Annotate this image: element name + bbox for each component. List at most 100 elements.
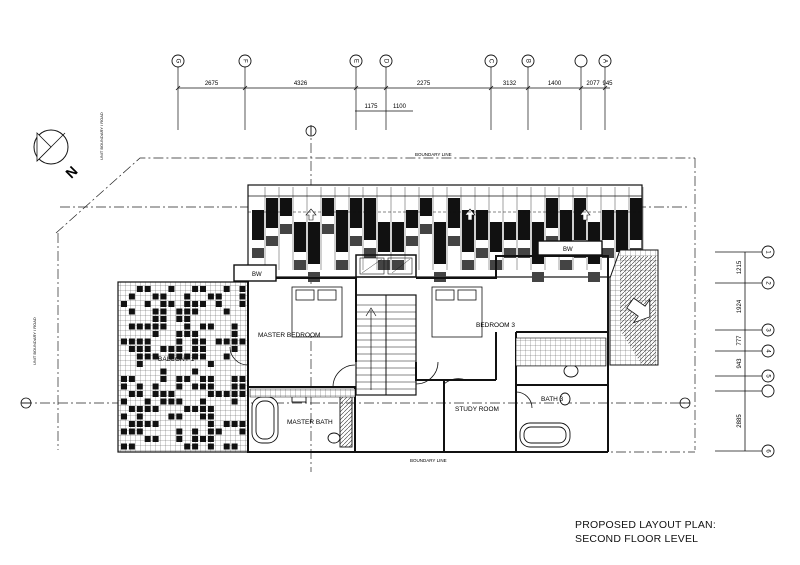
- louvre-bar: [434, 222, 446, 264]
- balcony-tile: [128, 428, 135, 435]
- balcony-tile: [207, 406, 214, 412]
- slope-arrow-icon: [579, 208, 591, 221]
- bath-tiles: [249, 337, 607, 398]
- grid-bubble-col: [521, 54, 535, 68]
- balcony-tile: [231, 323, 238, 330]
- dimension-tick: [602, 85, 608, 91]
- beds: [291, 286, 483, 338]
- louvre-bar: [406, 236, 418, 246]
- louvre-bar: [308, 222, 320, 264]
- balcony-tile: [207, 421, 214, 427]
- balcony-tile: [231, 376, 238, 382]
- louvre-bar: [448, 236, 460, 246]
- balcony-tile: [176, 331, 183, 337]
- dimension-label-right: 943: [737, 358, 743, 369]
- balcony-tile: [136, 406, 143, 412]
- grid-bubble-col: [484, 54, 498, 68]
- balcony-tile: [121, 301, 127, 307]
- dimension-label: 4326: [294, 81, 308, 87]
- louvre-bar: [294, 260, 306, 270]
- balcony-tile: [136, 323, 143, 330]
- balcony-tile: [176, 413, 183, 420]
- grid-bubble-row-label: 4: [764, 349, 770, 353]
- external-stair: [609, 249, 659, 366]
- louvre-bar: [602, 248, 614, 258]
- balcony-tile: [136, 428, 143, 435]
- grid-bubble-row-label: 2: [764, 281, 770, 285]
- grid-bubble-col: [171, 54, 185, 68]
- louvre-bar: [518, 248, 530, 258]
- balcony-tile: [128, 443, 135, 450]
- balcony-tile: [168, 413, 175, 420]
- balcony-tile: [128, 346, 135, 352]
- balcony-tile: [168, 286, 175, 292]
- balcony-tile: [207, 293, 214, 300]
- slope-arrow-icon: [464, 208, 476, 221]
- louvre-bar: [322, 198, 334, 216]
- dimension-label: 945: [602, 81, 613, 87]
- balcony-tile: [192, 353, 199, 360]
- balcony-tile: [184, 323, 191, 330]
- balcony-tile: [128, 308, 135, 315]
- balcony-tile: [144, 286, 151, 292]
- balcony-tile: [207, 413, 214, 420]
- balcony-tile: [200, 338, 206, 345]
- balcony-tile: [160, 293, 167, 300]
- balcony-tile: [192, 346, 199, 352]
- grid-bubble-row-label: 1: [764, 250, 770, 254]
- balcony-tile: [223, 286, 230, 292]
- grid-bubble-col-label: D: [382, 59, 388, 64]
- room-label-study: STUDY ROOM: [455, 406, 499, 413]
- dimension-label: 2675: [205, 81, 219, 87]
- balcony-tile: [223, 421, 230, 427]
- balcony-tile: [160, 301, 167, 307]
- grid-bubble-col-label: F: [241, 59, 247, 63]
- balcony-tile: [215, 391, 222, 397]
- louvre-bar: [518, 210, 530, 240]
- balcony-tile: [121, 398, 127, 405]
- dimension-tick: [383, 85, 389, 91]
- balcony-tile: [160, 323, 167, 330]
- bw-box-left: [233, 264, 277, 282]
- balcony-tile: [128, 421, 135, 427]
- louvre-bar: [336, 260, 348, 270]
- balcony-tile: [200, 376, 206, 382]
- louvre-bar: [406, 210, 418, 228]
- balcony-tile: [168, 353, 175, 360]
- balcony-tile: [128, 293, 135, 300]
- louvre-bar: [350, 198, 362, 228]
- dimension-label-right: 777: [737, 335, 743, 346]
- dimension-label-right: 2885: [737, 414, 743, 428]
- dimension-tick: [578, 85, 584, 91]
- balcony-tile: [239, 293, 246, 300]
- balcony-tile: [207, 391, 214, 397]
- balcony-tile: [152, 323, 159, 330]
- louvre-bar: [546, 198, 558, 228]
- balcony-tile: [192, 331, 199, 337]
- balcony-tile: [184, 293, 191, 300]
- balcony-tile: [144, 353, 151, 360]
- balcony-tile: [176, 338, 183, 345]
- balcony-tile: [160, 391, 167, 397]
- balcony-tile: [136, 383, 143, 390]
- grid-bubble-col-label: B: [524, 59, 530, 63]
- balcony-tile: [239, 301, 246, 307]
- grid-bubble-row: [761, 323, 775, 337]
- balcony-tile: [184, 331, 191, 337]
- balcony-tile: [160, 346, 167, 352]
- louvre-bar: [252, 248, 264, 258]
- balcony-tile: [239, 421, 246, 427]
- louvre-bar: [392, 222, 404, 252]
- balcony-tile: [231, 443, 238, 450]
- balcony-tile: [200, 353, 206, 360]
- balcony-tile: [231, 338, 238, 345]
- grid-bubble-col: [349, 54, 363, 68]
- grid-bubble-col: [574, 54, 588, 68]
- balcony-tile: [192, 308, 199, 315]
- balcony-tile: [136, 286, 143, 292]
- louvre-bar: [280, 198, 292, 216]
- room-label-bedroom-3: BEDROOM 3: [476, 322, 515, 329]
